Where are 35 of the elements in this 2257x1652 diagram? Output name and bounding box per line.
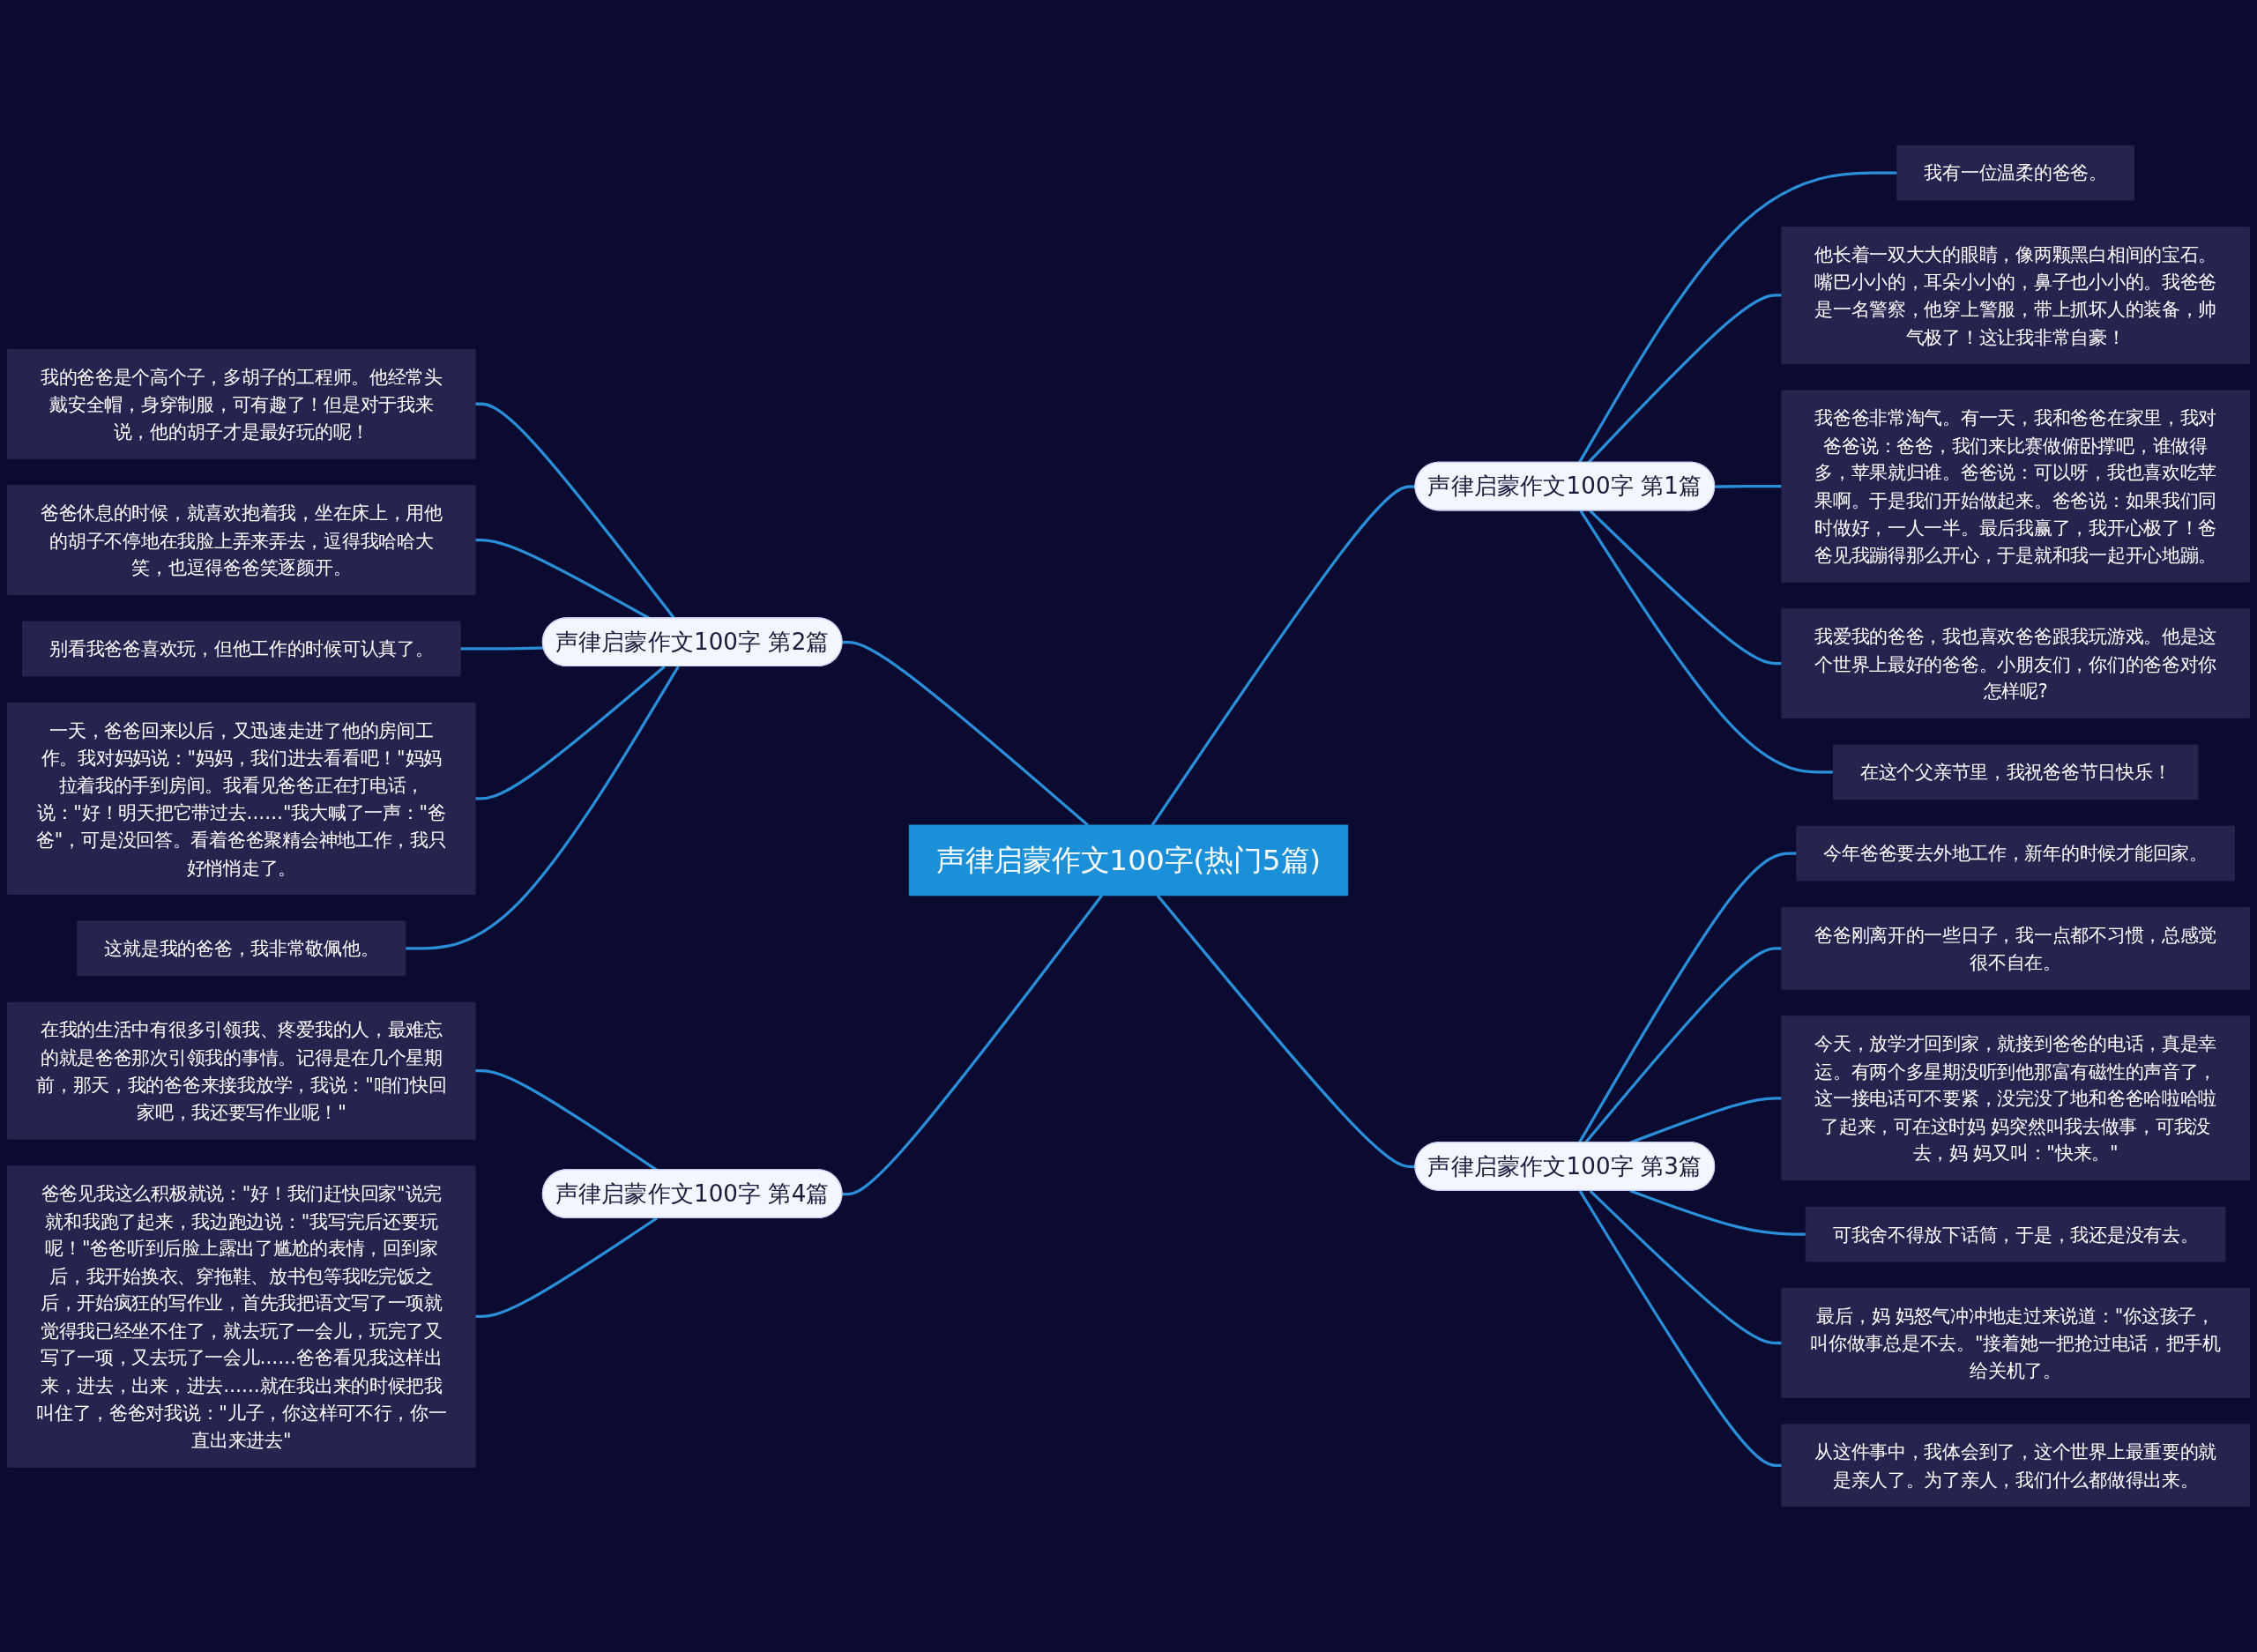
connector — [405, 666, 680, 950]
node-box: 他长着一双大大的眼睛，像两颗黑白相间的宝石。嘴巴小小的，耳朵小小的，鼻子也小小的。我爸爸是一名警察，他穿上警服，带上抓坏人的装备，帅气极了！这让我非常自豪！ — [1781, 226, 2250, 364]
node-box: 我爱我的爸爸，我也喜欢爸爸跟我玩游戏。他是这个世界上最好的爸爸。小朋友们，你们的爸爸对你怎样呢? — [1781, 608, 2250, 719]
node-box: 我爸爸非常淘气。有一天，我和爸爸在家里，我对爸爸说：爸爸，我们来比赛做俯卧撑吧，谁做得多，苹果就归谁。爸爸说：可以呀，我也喜欢吃苹果啊。于是我们开始做起来。爸爸说：如果我们同时做好，一人一半。最后我赢了，我开心极了！爸爸见我蹦得那么开心，于是就和我一起开心地蹦。 — [1781, 390, 2250, 583]
node-box: 这就是我的爸爸，我非常敬佩他。 — [77, 920, 406, 977]
node-box: 在我的生活中有很多引领我、疼爱我的人，最难忘的就是爸爸那次引领我的事情。记得是在几个星期前，那天，我的爸爸来接我放学，我说："咱们快回家吧，我还要写作业呢！" — [7, 1001, 476, 1140]
connector — [460, 646, 544, 651]
connector — [1629, 1189, 1806, 1236]
node-box: 爸爸刚离开的一些日子，我一点都不习惯，总感觉很不自在。 — [1781, 906, 2250, 990]
node-box: 爸爸见我这么积极就说："好！我们赶快回家"说完就和我跑了起来，我边跑边说："我写完后还要玩呢！"爸爸听到后脸上露出了尴尬的表情，回到家后，我开始换衣、穿拖鞋、放书包等我吃完饭之后，开始疯狂的写作业，首先我把语文写了一项就觉得我已经坐不住了，就去玩了一会儿，玩完了又写了一项，又去玩了一会儿……爸爸看见我这样出来，进去，出来，进去……就在我出来的时候把我叫住了，爸爸对我说："儿子，你这样可不行，你一直出来进去" — [7, 1165, 476, 1468]
node-box: 从这件事中，我体会到了，这个世界上最重要的就是亲人了。为了亲人，我们什么都做得出来。 — [1781, 1424, 2250, 1507]
node-box: 可我舍不得放下话筒，于是，我还是没有去。 — [1805, 1206, 2226, 1262]
node-box: 一天，爸爸回来以后，又迅速走进了他的房间工作。我对妈妈说："妈妈，我们进去看看吧！"妈妈拉着我的手到房间。我看见爸爸正在打电话，说："好！明天把它带过去……"我大喊了一声："爸爸"，可是没回答。看着爸爸聚精会神地工作，我只好悄悄走了。 — [7, 702, 476, 895]
connector — [1589, 1189, 1782, 1345]
connector — [1589, 510, 1782, 666]
node-box: 声律启蒙作文100字(热门5篇) — [908, 824, 1349, 897]
connector — [842, 894, 1104, 1196]
node-box: 我有一位温柔的爸爸。 — [1896, 145, 2134, 201]
node-box: 在这个父亲节里，我祝爸爸节日快乐！ — [1832, 744, 2199, 800]
connector — [1579, 510, 1834, 774]
connector — [1156, 894, 1416, 1169]
node-box: 我的爸爸是个高个子，多胡子的工程师。他经常头戴安全帽，身穿制服，可有趣了！但是对于我来说，他的胡子才是最好玩的呢！ — [7, 348, 476, 459]
connector — [1577, 171, 1897, 464]
connector — [475, 1217, 658, 1319]
connector — [475, 665, 666, 800]
node-box: 别看我爸爸喜欢玩，但他工作的时候可认真了。 — [22, 621, 461, 677]
connector — [842, 641, 1089, 827]
node-box: 最后，妈 妈怒气冲冲地走过来说道："你这孩子，叫你做事总是不去。"接着她一把抢过电话，把手机给关机了。 — [1781, 1288, 2250, 1398]
connector — [1151, 485, 1416, 826]
node-box: 今天，放学才回到家，就接到爸爸的电话，真是幸运。有两个多星期没听到他那富有磁性的声音了，这一接电话可不要紧，没完没了地和爸爸哈啦哈啦了起来，可在这时妈 妈突然叫我去做事，可我没去，妈 妈又叫："快来。" — [1781, 1016, 2250, 1181]
connector — [1587, 294, 1782, 464]
node-box: 爸爸休息的时候，就喜欢抱着我，坐在床上，用他的胡子不停地在我脸上弄来弄去，逗得我哈哈大笑，也逗得爸爸笑逐颜开。 — [7, 485, 476, 596]
connector — [1715, 484, 1782, 488]
node-box: 今年爸爸要去外地工作，新年的时候才能回家。 — [1796, 825, 2235, 882]
connector — [1578, 1189, 1782, 1467]
